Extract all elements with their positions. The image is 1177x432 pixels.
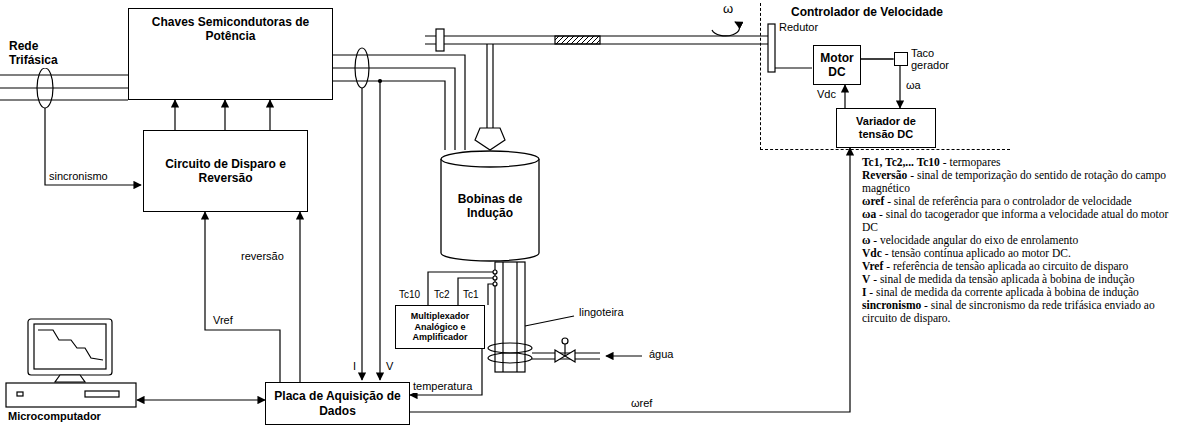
tachogenerator: Taco gerador bbox=[894, 52, 908, 66]
legend-description: - sinal de referência para o controlador… bbox=[887, 195, 1132, 207]
connector bbox=[137, 399, 265, 400]
node-label: Controlador de Velocidade bbox=[791, 5, 943, 19]
edge-label: ωref bbox=[630, 397, 653, 410]
switch-box: Chaves Semicondutoras de Potência bbox=[128, 8, 333, 100]
connector bbox=[861, 58, 894, 59]
signal-label: I bbox=[352, 360, 357, 373]
connector bbox=[224, 100, 225, 130]
signal-label: Rede Trifásica bbox=[8, 40, 75, 68]
connector bbox=[844, 85, 845, 108]
legend-description: - referência de tensão aplicada ao circu… bbox=[886, 260, 1128, 272]
legend-entry: Reversão - sinal de temporização do sent… bbox=[862, 169, 1174, 195]
legend-term: ωa bbox=[862, 208, 876, 220]
computer-icon bbox=[5, 318, 137, 408]
edge-label: temperatura bbox=[412, 380, 473, 393]
node-label: Microcomputador bbox=[8, 410, 101, 422]
signal-label: ω bbox=[722, 2, 734, 17]
signal-label: Redutor bbox=[778, 21, 819, 34]
node-label: Placa de Aquisição de Dados bbox=[270, 389, 405, 418]
legend-text: Tc1, Tc2,... Tc10 - termoparesReversão -… bbox=[862, 156, 1174, 325]
legend-description: - sinal de medida da corrente aplicada à… bbox=[869, 286, 1139, 298]
legend-description: - termopares bbox=[943, 156, 1001, 168]
signal-label: água bbox=[648, 348, 674, 361]
connector bbox=[410, 148, 850, 412]
legend-entry: I - sinal de medida da corrente aplicada… bbox=[862, 286, 1174, 299]
daq-board-box: Placa de Aquisição de Dados bbox=[265, 382, 410, 425]
legend-term: Reversão bbox=[862, 169, 907, 181]
legend-description: - sinal de medida da tensão aplicada à b… bbox=[873, 273, 1134, 285]
signal-label: lingoteira bbox=[578, 306, 625, 319]
connector bbox=[410, 349, 482, 395]
dc-variator-box: Variador de tensão DC bbox=[836, 108, 936, 148]
legend-entry: Vref - referência de tensão aplicada ao … bbox=[862, 260, 1174, 273]
connector bbox=[333, 68, 455, 150]
legend-term: ωref bbox=[862, 195, 884, 207]
node-label: Chaves Semicondutoras de Potência bbox=[133, 15, 328, 44]
legend-entry: V - sinal de medida da tensão aplicada à… bbox=[862, 273, 1174, 286]
legend-description: - tensão contínua aplicado ao motor DC. bbox=[885, 247, 1071, 259]
edge-label: ωa bbox=[905, 79, 922, 92]
node-label: Variador de tensão DC bbox=[841, 115, 931, 141]
motor-box: Motor DC bbox=[813, 45, 861, 85]
legend-entry: sincronismo - sinal de sincronismo da re… bbox=[862, 299, 1174, 325]
connector bbox=[174, 100, 175, 130]
firing-circuit-box: Circuito de Disparo e Reversão bbox=[143, 130, 308, 212]
signal-label: Tc2 bbox=[433, 289, 451, 301]
microcomputer: Microcomputador bbox=[5, 318, 137, 408]
legend-description: - velocidade angular do eixo de enrolame… bbox=[873, 234, 1078, 246]
legend-description: - sinal de temporização do sentido de ro… bbox=[862, 169, 1166, 194]
signal-label: Tc10 bbox=[398, 289, 421, 301]
node-label: Motor DC bbox=[818, 51, 856, 80]
connector bbox=[899, 66, 900, 108]
legend-entry: ω - velocidade angular do eixo de enrola… bbox=[862, 234, 1174, 247]
legend-term: Tc1, Tc2,... Tc10 bbox=[862, 156, 940, 168]
legend-term: V bbox=[862, 273, 870, 285]
legend-term: I bbox=[862, 286, 866, 298]
legend-term: sincronismo bbox=[862, 299, 921, 311]
node-label: Bobinas de Indução bbox=[440, 192, 540, 220]
induction-coil: Bobinas de Indução bbox=[440, 150, 540, 262]
legend-entry: Vdc - tensão contínua aplicado ao motor … bbox=[862, 247, 1174, 260]
signal-label: sincronismo bbox=[48, 170, 109, 183]
connector bbox=[333, 81, 445, 150]
legend-entry: ωref - sinal de referência para o contro… bbox=[862, 195, 1174, 208]
legend-description: - sinal do tacogerador que informa a vel… bbox=[862, 208, 1168, 233]
edge-label: Vref bbox=[212, 314, 234, 327]
node-label: Circuito de Disparo e Reversão bbox=[148, 157, 303, 186]
node-label: Multiplexador Analógico e Amplificador bbox=[400, 311, 480, 343]
signal-label: V bbox=[385, 360, 394, 373]
node-label: Taco gerador bbox=[911, 47, 961, 71]
legend-term: Vref bbox=[862, 260, 883, 272]
connector bbox=[333, 55, 465, 150]
legend-entry: Tc1, Tc2,... Tc10 - termopares bbox=[862, 156, 1174, 169]
connector bbox=[205, 212, 280, 382]
multiplexer-box: Multiplexador Analógico e Amplificador bbox=[395, 305, 485, 349]
edge-label: Vdc bbox=[816, 88, 837, 101]
connector bbox=[299, 212, 300, 382]
edge-label: reversão bbox=[240, 250, 285, 263]
signal-label: Tc1 bbox=[462, 289, 480, 301]
legend-term: Vdc bbox=[862, 247, 882, 259]
connector bbox=[269, 100, 270, 130]
legend-term: ω bbox=[862, 234, 870, 246]
legend-entry: ωa - sinal do tacogerador que informa a … bbox=[862, 208, 1174, 234]
